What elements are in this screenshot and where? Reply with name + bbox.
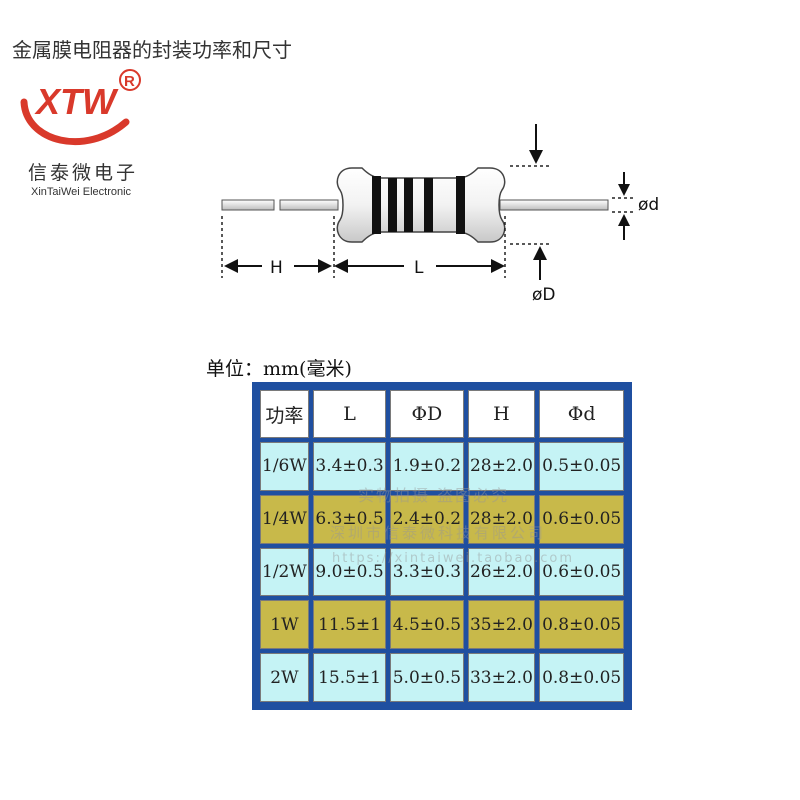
- cell-h: 28±2.0: [467, 494, 536, 544]
- header-phi-big-d: ΦD: [390, 390, 464, 438]
- cell-h: 26±2.0: [467, 547, 536, 597]
- cell-phi-small-d: 0.8±0.05: [539, 653, 624, 702]
- color-band-1: [372, 176, 381, 234]
- color-band-4: [424, 178, 433, 232]
- cell-h: 35±2.0: [467, 600, 536, 650]
- dim-label-big-d: øD: [532, 285, 556, 305]
- cell-l: 6.3±0.5: [312, 494, 387, 544]
- brand-name-cn: 信泰微电子: [28, 162, 139, 184]
- right-lead: [499, 199, 609, 211]
- table-row: 1W 11.5±1 4.5±0.5 35±2.0 0.8±0.05: [260, 600, 624, 650]
- cell-power: 1W: [260, 600, 309, 650]
- cell-l: 9.0±0.5: [312, 547, 387, 597]
- table-row: 2W 15.5±1 5.0±0.5 33±2.0 0.8±0.05: [260, 653, 624, 702]
- cell-h: 28±2.0: [467, 442, 536, 491]
- cell-h: 33±2.0: [467, 653, 536, 702]
- color-band-3: [404, 178, 413, 232]
- cell-phi-big-d: 5.0±0.5: [390, 653, 464, 702]
- cell-phi-small-d: 0.6±0.05: [539, 547, 624, 597]
- cell-l: 11.5±1: [312, 600, 387, 650]
- resistor-dimension-diagram: H L øD ød: [221, 124, 659, 305]
- brand-logo: XTW R: [16, 62, 156, 202]
- header-phi-small-d: Φd: [539, 390, 624, 438]
- header-h: H: [467, 390, 536, 438]
- brand-name-en: XinTaiWei Electronic: [31, 186, 132, 198]
- cell-phi-small-d: 0.6±0.05: [539, 494, 624, 544]
- header-l: L: [312, 390, 387, 438]
- cell-power: 1/4W: [260, 494, 309, 544]
- unit-label: 单位：mm(毫米): [206, 358, 352, 380]
- cell-phi-small-d: 0.8±0.05: [539, 600, 624, 650]
- cell-l: 15.5±1: [312, 653, 387, 702]
- resistor-body: [336, 167, 506, 243]
- table-header-row: 功率 L ΦD H Φd: [260, 390, 624, 438]
- cell-phi-small-d: 0.5±0.05: [539, 442, 624, 491]
- dimension-table-frame: 功率 L ΦD H Φd 1/6W 3.4±0.3 1.9±0.2 28±2.0…: [252, 382, 632, 710]
- cell-phi-big-d: 2.4±0.2: [390, 494, 464, 544]
- header-power: 功率: [260, 390, 309, 438]
- cell-phi-big-d: 4.5±0.5: [390, 600, 464, 650]
- left-lead: [279, 199, 339, 211]
- cell-phi-big-d: 3.3±0.3: [390, 547, 464, 597]
- color-band-2: [388, 178, 397, 232]
- dimension-table: 功率 L ΦD H Φd 1/6W 3.4±0.3 1.9±0.2 28±2.0…: [256, 386, 628, 706]
- page-title: 金属膜电阻器的封装功率和尺寸: [12, 38, 292, 62]
- cell-phi-big-d: 1.9±0.2: [390, 442, 464, 491]
- cell-l: 3.4±0.3: [312, 442, 387, 491]
- dim-label-small-d: ød: [638, 195, 659, 215]
- dim-label-l: L: [414, 258, 424, 278]
- cell-power: 1/2W: [260, 547, 309, 597]
- registered-mark: R: [124, 73, 135, 90]
- cell-power: 2W: [260, 653, 309, 702]
- dim-label-h: H: [270, 258, 283, 278]
- cell-power: 1/6W: [260, 442, 309, 491]
- left-lead-segment: [221, 199, 275, 211]
- table-row: 1/6W 3.4±0.3 1.9±0.2 28±2.0 0.5±0.05: [260, 442, 624, 491]
- color-band-5: [456, 176, 465, 234]
- table-row: 1/4W 6.3±0.5 2.4±0.2 28±2.0 0.6±0.05: [260, 494, 624, 544]
- table-row: 1/2W 9.0±0.5 3.3±0.3 26±2.0 0.6±0.05: [260, 547, 624, 597]
- logo-letters: XTW: [34, 81, 119, 122]
